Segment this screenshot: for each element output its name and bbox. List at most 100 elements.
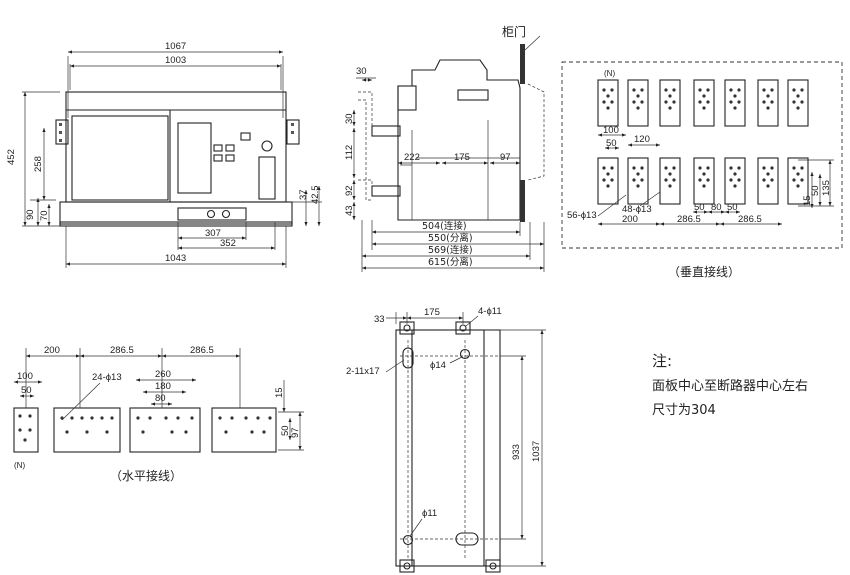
bolt-hole: [636, 94, 640, 98]
bolt-hole: [610, 166, 614, 170]
bolt-hole: [770, 100, 774, 104]
bolt-hole: [737, 100, 741, 104]
bolt-hole: [636, 172, 640, 176]
vertical-n-label: (N): [604, 69, 615, 78]
dim-112: 112: [344, 145, 355, 160]
h-holes-24: 24-ϕ13: [92, 372, 122, 383]
v-dim-120: 120: [634, 134, 650, 145]
plate-dim-175: 175: [424, 307, 440, 318]
bolt-hole: [698, 178, 702, 182]
v-dim-80: 80: [711, 202, 722, 213]
bolt-hole: [729, 178, 733, 182]
bolt-hole: [766, 106, 770, 110]
bolt-hole: [672, 100, 676, 104]
note-line-2: 尺寸为304: [652, 403, 716, 418]
v-holes-56: 56-ϕ13: [567, 210, 597, 221]
note-line-1: 面板中心至断路器中心左右: [652, 378, 808, 394]
v-dim-286-5b: 286.5: [738, 214, 762, 225]
bolt-hole: [606, 172, 610, 176]
dim-1003: 1003: [165, 55, 186, 66]
bolt-hole: [610, 88, 614, 92]
dim-352: 352: [220, 238, 236, 249]
dim-615: 615(分离): [428, 256, 473, 268]
h-dim-50: 50: [21, 385, 32, 396]
note-block: 注: 面板中心至断路器中心左右 尺寸为304: [652, 352, 808, 418]
bolt-hole: [256, 416, 260, 420]
bolt-hole: [632, 88, 636, 92]
bolt-hole: [668, 184, 672, 188]
side-view: 柜门 30 30 112 92 43 222 175: [344, 24, 545, 272]
v-dim-286-5a: 286.5: [677, 214, 701, 225]
busbar-plate: [53, 407, 121, 453]
busbar-plate: [627, 157, 649, 205]
busbar-plate: [757, 157, 779, 205]
bolt-hole: [70, 416, 74, 420]
busbar-plate: [211, 407, 277, 453]
bolt-hole: [602, 178, 606, 182]
bolt-hole: [148, 416, 152, 420]
front-view: 1067 1003 452 258: [6, 41, 322, 268]
bolt-hole: [770, 88, 774, 92]
h-dim-80: 80: [155, 393, 166, 404]
bolt-hole: [632, 100, 636, 104]
bolt-hole: [664, 88, 668, 92]
bolt-hole: [640, 178, 644, 182]
bolt-hole: [664, 166, 668, 170]
busbar-plate: [13, 407, 39, 453]
dim-30-side: 30: [344, 113, 355, 124]
bolt-hole: [90, 416, 94, 420]
dim-452: 452: [6, 149, 17, 165]
busbar-plate: [597, 79, 619, 127]
bolt-hole: [698, 166, 702, 170]
bolt-hole: [698, 100, 702, 104]
bolt-hole: [262, 430, 266, 434]
h-dim-180: 180: [155, 381, 171, 392]
bolt-hole: [85, 430, 89, 434]
dim-43: 43: [344, 205, 355, 216]
bolt-hole: [733, 94, 737, 98]
bolt-hole: [737, 178, 741, 182]
dim-307: 307: [205, 228, 221, 239]
dim-97: 97: [500, 152, 511, 163]
bolt-hole: [610, 178, 614, 182]
bolt-hole: [606, 94, 610, 98]
h-dim-286-5a: 286.5: [110, 345, 134, 356]
v-dim-15: 15: [802, 195, 813, 206]
bolt-hole: [706, 88, 710, 92]
bolt-hole: [800, 166, 804, 170]
busbar-plate: [787, 157, 809, 205]
horizontal-wiring-caption: （水平接线）: [110, 468, 182, 483]
note-title: 注:: [652, 352, 672, 370]
bolt-hole: [737, 88, 741, 92]
dim-504: 504(连接): [422, 220, 467, 232]
bolt-hole: [762, 178, 766, 182]
bolt-hole: [668, 94, 672, 98]
dim-550: 550(分离): [428, 232, 473, 244]
dim-569: 569(连接): [428, 244, 473, 256]
dim-175: 175: [454, 152, 470, 163]
busbar-plate: [693, 79, 715, 127]
bolt-hole: [800, 100, 804, 104]
bolt-hole: [702, 106, 706, 110]
dim-92: 92: [344, 185, 355, 196]
bolt-hole: [702, 94, 706, 98]
busbar-plate: [693, 157, 715, 205]
bolt-hole: [606, 184, 610, 188]
vertical-wiring: (N) 100 50 120 56-ϕ13 48-ϕ13 200 286.5 2…: [561, 61, 843, 279]
busbar-plate: [129, 407, 201, 453]
bolt-hole: [729, 166, 733, 170]
busbar-plate: [597, 157, 619, 205]
busbar-plate: [627, 79, 649, 127]
bolt-hole: [664, 100, 668, 104]
dim-37: 37: [298, 189, 309, 200]
bolt-hole: [672, 88, 676, 92]
bolt-hole: [672, 166, 676, 170]
bolt-hole: [100, 416, 104, 420]
bolt-hole: [230, 416, 234, 420]
bolt-hole: [729, 100, 733, 104]
bolt-hole: [184, 430, 188, 434]
bolt-hole: [65, 430, 69, 434]
bolt-hole: [80, 416, 84, 420]
bolt-hole: [792, 88, 796, 92]
